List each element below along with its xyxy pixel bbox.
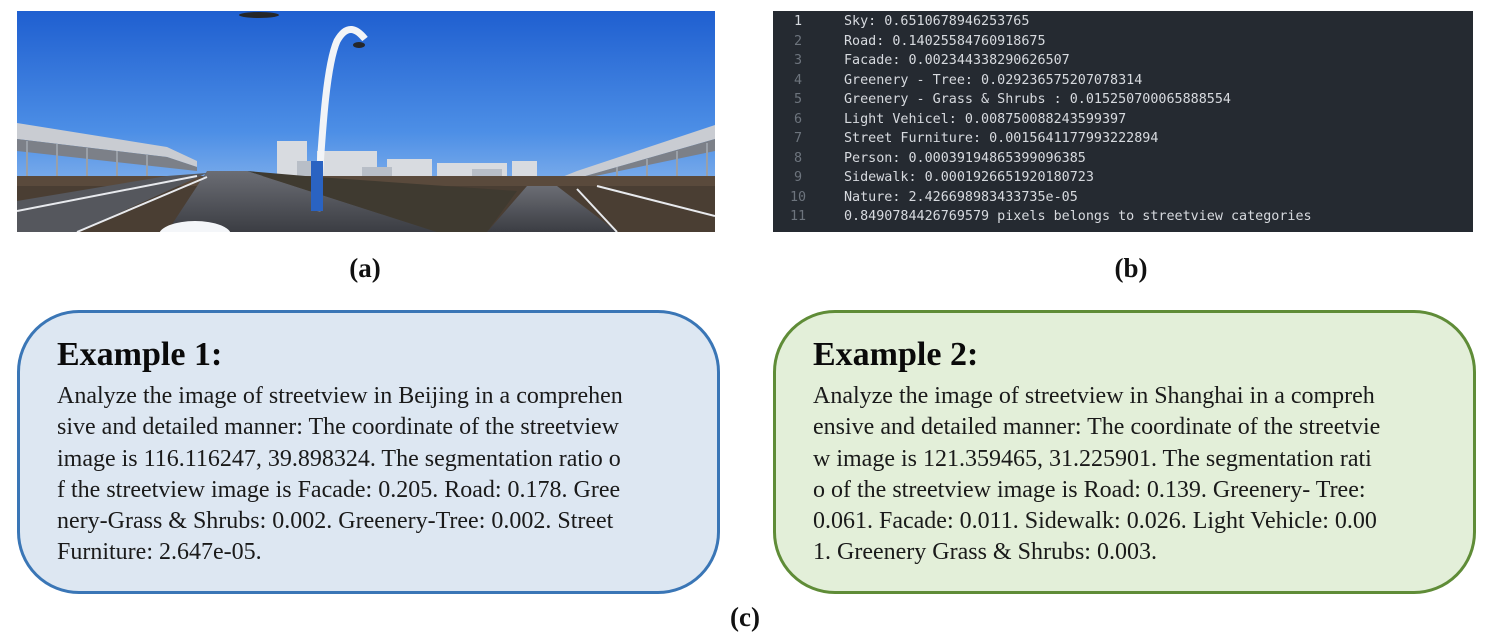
code-line: 6 Light Vehicel: 0.008750088243599397 <box>773 110 1473 130</box>
example-1-box: Example 1: Analyze the image of streetvi… <box>17 310 720 594</box>
line-number: 2 <box>793 33 803 49</box>
line-number: 3 <box>793 53 803 68</box>
segmentation-output-panel: 1 Sky: 0.6510678946253765 2 Road: 0.1402558… <box>773 11 1473 232</box>
code-line: 4 Greenery - Tree: 0.029236575207078314 <box>773 71 1473 91</box>
example-2-line: ensive and detailed manner: The coordina… <box>813 414 1381 441</box>
code-line-text: Greenery - Tree: 0.029236575207078314 <box>844 72 1143 88</box>
code-line-text: Sidewalk: 0.0001926651920180723 <box>844 170 1094 185</box>
example-2-title: Example 2: <box>813 336 979 373</box>
streetview-panorama-image <box>17 11 715 232</box>
example-1-line: Furniture: 2.647e-05. <box>57 539 262 566</box>
code-line: 5 Greenery - Grass & Shrubs : 0.015250700… <box>773 90 1473 110</box>
example-1-text: Analyze the image of streetview in Beiji… <box>57 381 691 569</box>
code-line: 1 Sky: 0.6510678946253765 <box>773 12 1473 32</box>
code-line-text: Street Furniture: 0.0015641177993222894 <box>844 131 1159 146</box>
line-number: 5 <box>793 92 803 107</box>
example-2-line: o of the streetview image is Road: 0.139… <box>813 476 1366 503</box>
line-number: 4 <box>793 72 803 88</box>
line-number: 11 <box>789 209 807 224</box>
example-2-line: Analyze the image of streetview in Shang… <box>813 383 1375 409</box>
code-line-text: Road: 0.14025584760918675 <box>844 33 1046 49</box>
line-number: 10 <box>789 189 807 205</box>
code-line-text: Person: 0.00039194865399096385 <box>844 150 1086 166</box>
example-1-line: sive and detailed manner: The coordinate… <box>57 414 620 441</box>
caption-a: (a) <box>349 253 381 283</box>
example-1-line: f the streetview image is Facade: 0.205.… <box>57 476 621 503</box>
example-2-line: 0.061. Facade: 0.011. Sidewalk: 0.026. L… <box>813 508 1377 535</box>
example-1-line: nery-Grass & Shrubs: 0.002. Greenery-Tre… <box>57 508 614 535</box>
code-line: 7 Street Furniture: 0.0015641177993222894 <box>773 129 1473 149</box>
example-1-line: image is 116.116247, 39.898324. The segm… <box>57 445 621 472</box>
example-1-line: Analyze the image of streetview in Beiji… <box>57 383 623 409</box>
code-line: 3 Facade: 0.002344338290626507 <box>773 51 1473 71</box>
example-2-box: Example 2: Analyze the image of streetvi… <box>773 310 1476 594</box>
example-2-text: Analyze the image of streetview in Shang… <box>813 381 1447 569</box>
code-line-text: Light Vehicel: 0.008750088243599397 <box>844 111 1127 127</box>
code-line: 8 Person: 0.00039194865399096385 <box>773 149 1473 169</box>
caption-b: (b) <box>1114 253 1148 283</box>
code-line-text: Nature: 2.426698983433735e-05 <box>844 189 1078 205</box>
line-number: 1 <box>793 14 803 29</box>
code-line-text: 0.8490784426769579 pixels belongs to str… <box>844 209 1312 224</box>
example-1-title: Example 1: <box>57 336 223 373</box>
code-line: 2 Road: 0.14025584760918675 <box>773 32 1473 52</box>
code-line-text: Facade: 0.002344338290626507 <box>844 53 1070 68</box>
example-2-line: 1. Greenery Grass & Shrubs: 0.003. <box>813 539 1157 566</box>
code-line: 10 Nature: 2.426698983433735e-05 <box>773 188 1473 208</box>
code-line-text: Greenery - Grass & Shrubs : 0.0152507000… <box>844 92 1231 107</box>
code-line: 11 0.8490784426769579 pixels belongs to s… <box>773 207 1473 227</box>
line-number: 6 <box>793 111 803 127</box>
line-number: 8 <box>793 150 803 166</box>
caption-c: (c) <box>730 602 760 632</box>
code-line: 9 Sidewalk: 0.0001926651920180723 <box>773 168 1473 188</box>
example-2-line: w image is 121.359465, 31.225901. The se… <box>813 445 1372 472</box>
line-number: 9 <box>793 170 803 185</box>
code-line-text: Sky: 0.6510678946253765 <box>844 14 1030 29</box>
line-number: 7 <box>793 131 803 146</box>
